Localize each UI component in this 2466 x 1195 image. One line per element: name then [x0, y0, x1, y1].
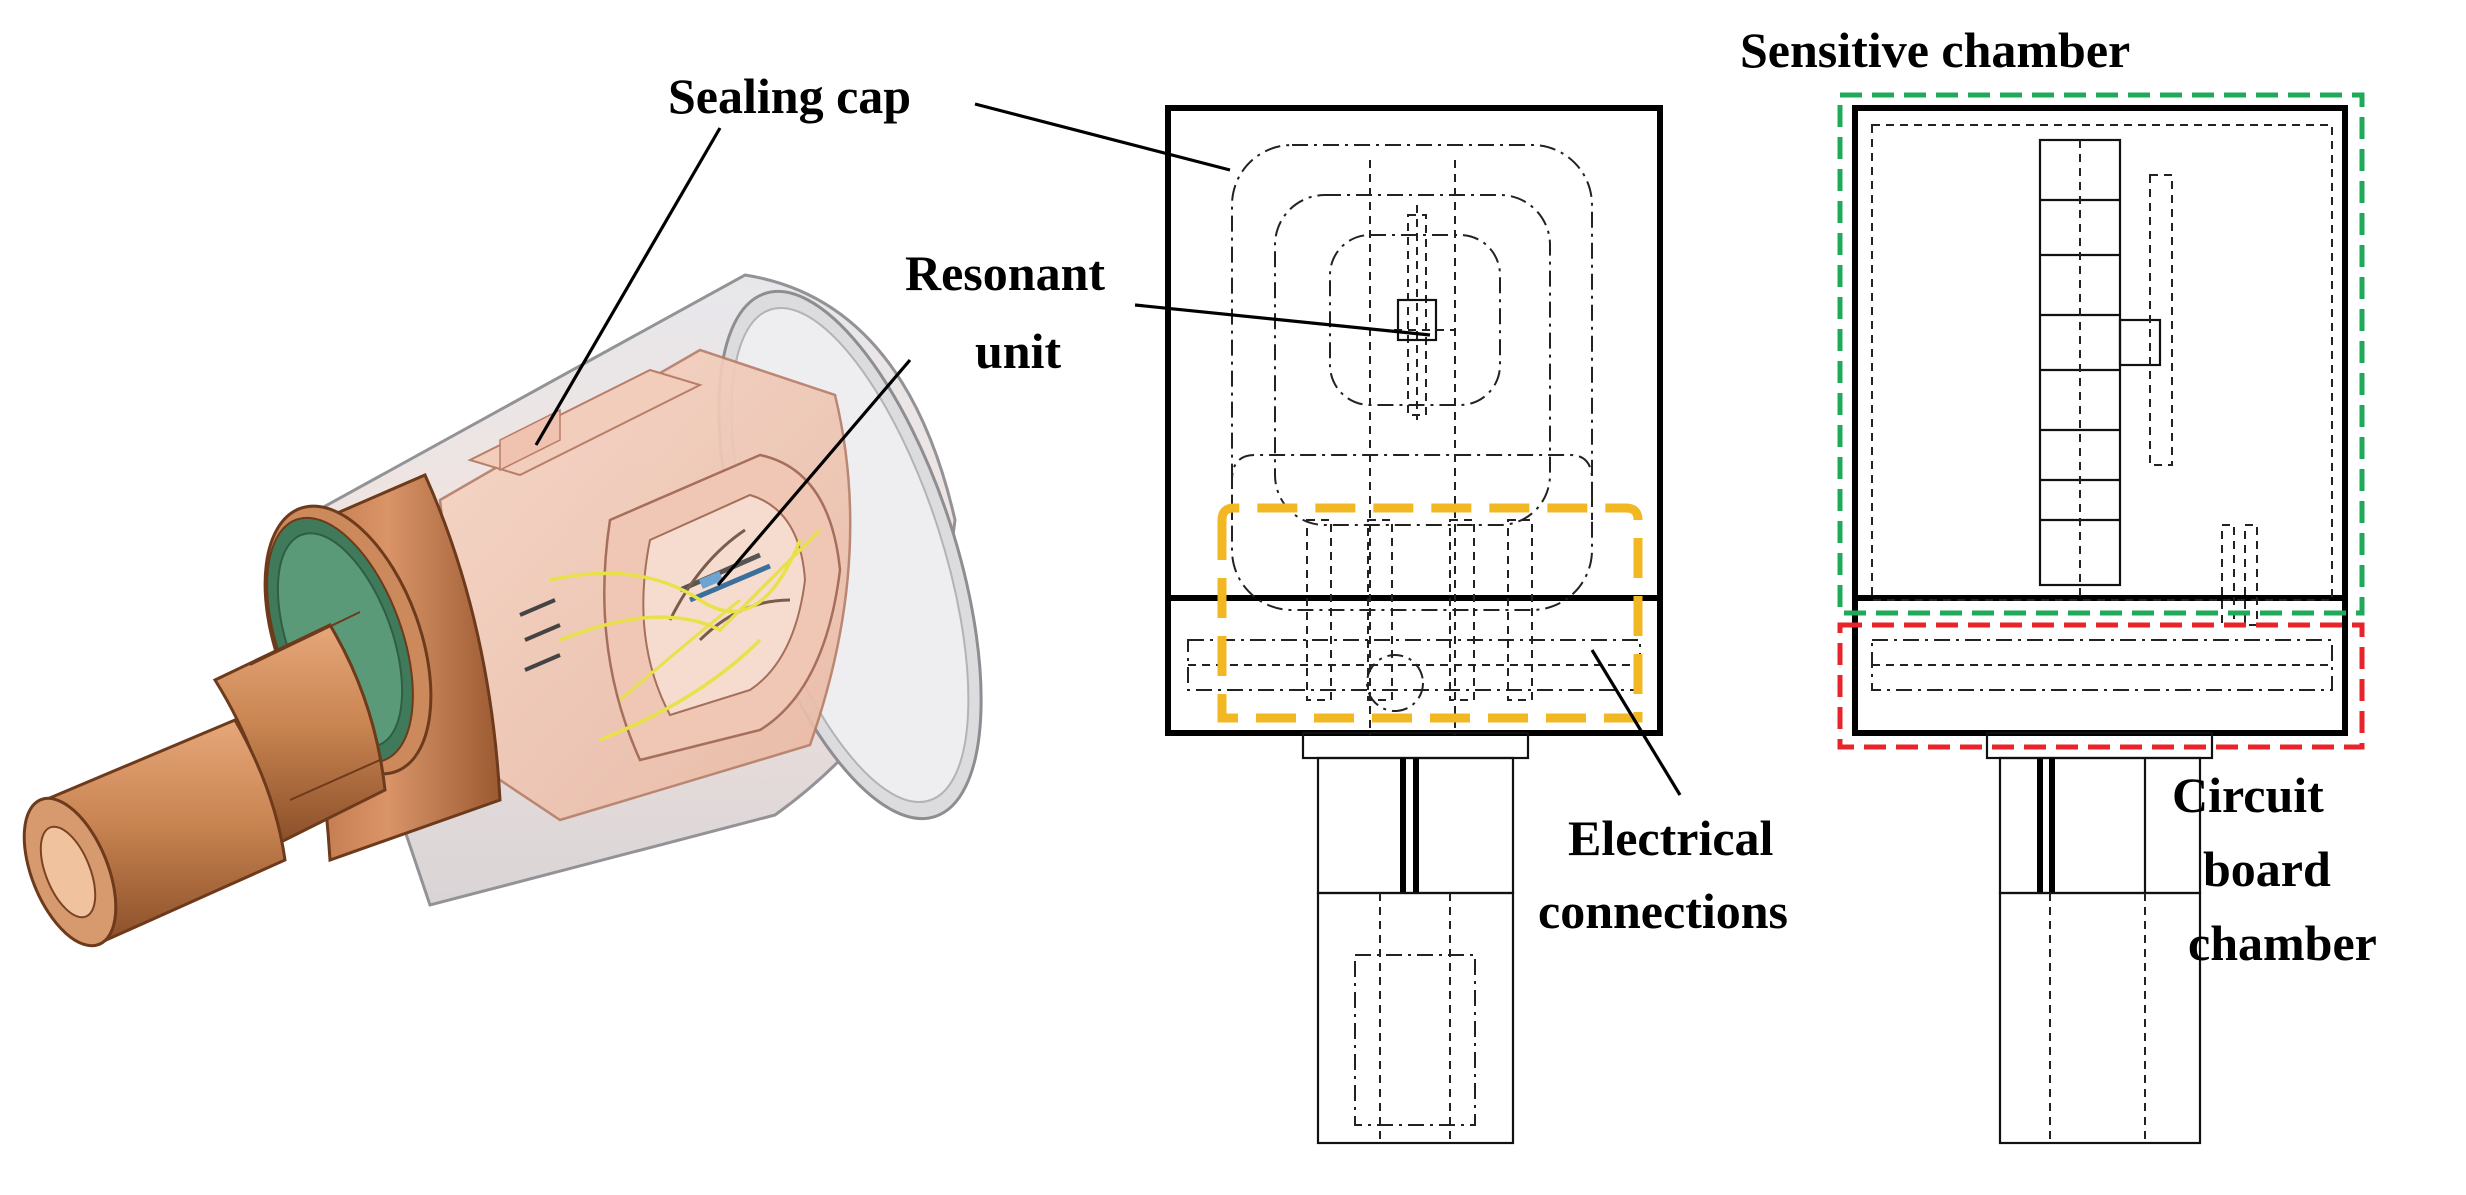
- label-sensitive-chamber: Sensitive chamber: [1740, 22, 2130, 78]
- front-view-drawing: [1165, 105, 1663, 1145]
- label-circuit-line3: chamber: [2188, 915, 2377, 971]
- label-electrical-line2: connections: [1538, 883, 1788, 939]
- label-circuit-line2: board: [2203, 841, 2331, 897]
- leader-sealing-cap-drawing: [974, 102, 1231, 172]
- copper-tube: [22, 718, 287, 948]
- leader-resonant-render: [716, 358, 912, 587]
- sensitive-chamber-box: [1837, 92, 2365, 616]
- leader-electrical: [1590, 649, 1682, 796]
- label-resonant-line2: unit: [975, 323, 1062, 379]
- circuit-board-chamber-box: [1837, 622, 2365, 750]
- label-sealing-cap: Sealing cap: [668, 68, 911, 124]
- sensor-3d-render: [22, 273, 983, 948]
- electrical-connections-box: [1217, 503, 1643, 723]
- leader-resonant-drawing: [1134, 303, 1431, 337]
- labels: Sealing cap Resonant unit Electrical con…: [668, 22, 2377, 971]
- side-view-drawing: [1837, 92, 2365, 1145]
- label-resonant-line1: Resonant: [905, 245, 1105, 301]
- label-electrical-line1: Electrical: [1568, 810, 1774, 866]
- leader-lines: [534, 102, 1682, 796]
- label-circuit-line1: Circuit: [2172, 767, 2324, 823]
- inner-housing: [438, 348, 852, 822]
- leader-sealing-cap-render: [534, 127, 722, 446]
